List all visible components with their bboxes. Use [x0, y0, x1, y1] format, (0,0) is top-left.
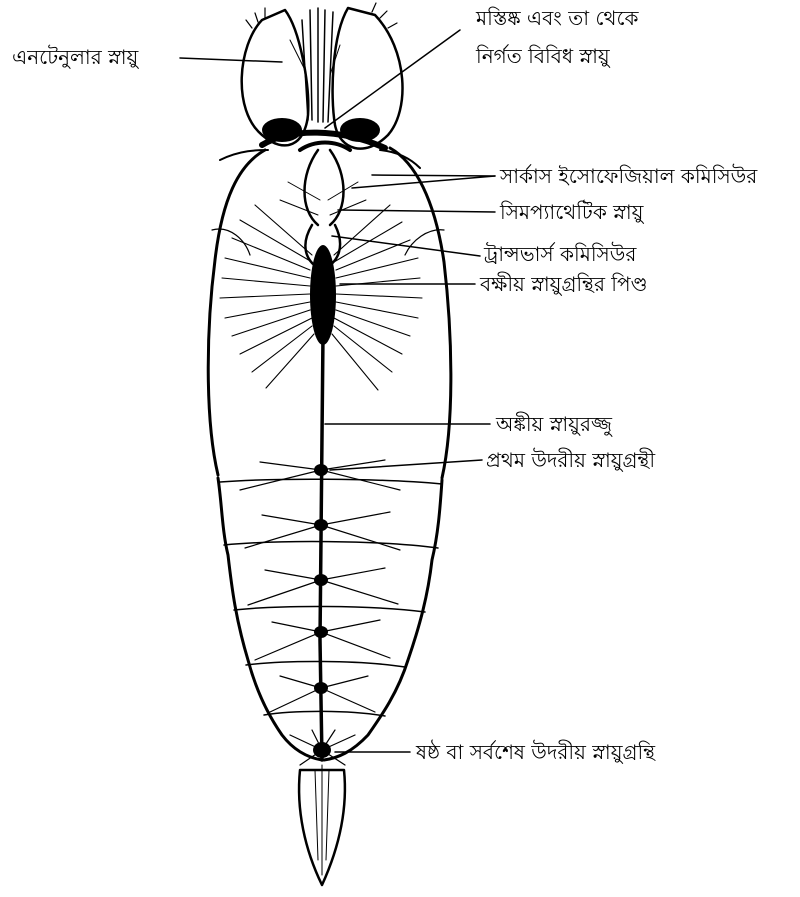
leader-sympathetic	[338, 210, 495, 212]
label-circumoesophageal: সার্কাস ইসোফেজিয়াল কমিসিউর	[500, 164, 757, 189]
abdomen-outline	[218, 478, 322, 760]
label-first-abdominal: প্রথম উদরীয় স্নায়ুগ্রন্থী	[486, 448, 655, 473]
label-ventral-cord: অঙ্কীয় স্নায়ুরজ্জু	[496, 412, 612, 437]
label-sixth-abdominal: ষষ্ঠ বা সর্বশেষ উদরীয় স্নায়ুগ্রন্থি	[416, 740, 655, 765]
label-transverse: ট্রান্সভার্স কমিসিউর	[484, 242, 636, 267]
label-brain-line2: নির্গত বিবিধ স্নায়ু	[476, 44, 610, 69]
thoracic-ganglion-mass	[310, 245, 336, 345]
leader-antennular	[180, 58, 282, 62]
label-antennular-nerve: এনটেনুলার স্নায়ু	[12, 45, 138, 70]
label-thoracic-mass: বক্ষীয় স্নায়ুগ্রন্থির পিণ্ড	[480, 272, 648, 297]
leader-circum-2	[372, 175, 495, 176]
label-brain-line1: মস্তিষ্ক এবং তা থেকে	[476, 6, 639, 31]
leader-brain	[325, 30, 460, 128]
label-sympathetic: সিমপ্যাথেটিক স্নায়ু	[500, 200, 643, 225]
